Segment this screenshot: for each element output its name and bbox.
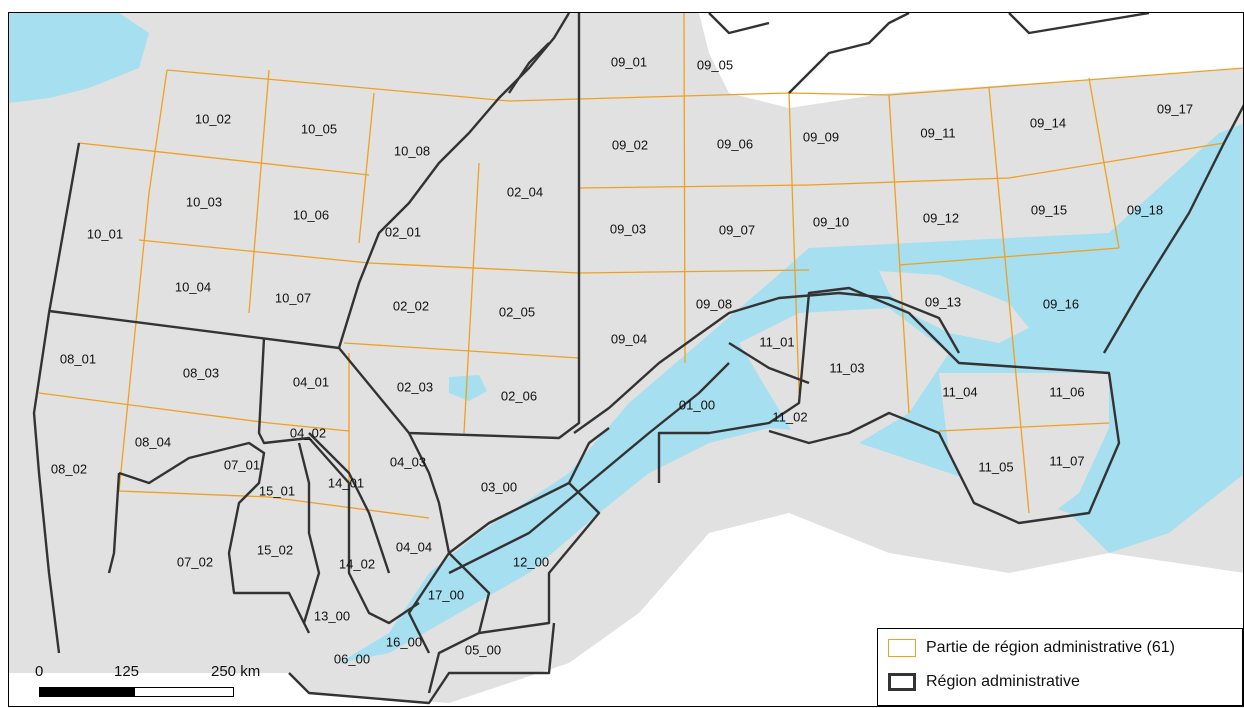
legend-label-part: Partie de région administrative (61) bbox=[926, 639, 1176, 656]
zone-label-04_04: 04_04 bbox=[396, 539, 432, 554]
zone-label-04_02: 04_02 bbox=[290, 425, 326, 440]
scale-bar-segment-black bbox=[39, 687, 134, 697]
lake-saint-jean bbox=[449, 375, 487, 401]
map-canvas[interactable]: 10_01 10_02 10_03 10_04 10_05 10_06 10_07 10_08… bbox=[9, 13, 1244, 707]
zone-label-11_02: 11_02 bbox=[772, 409, 807, 424]
zone-label-07_01: 07_01 bbox=[224, 457, 260, 472]
zone-label-09_11: 09_11 bbox=[920, 125, 955, 140]
zone-label-02_04: 02_04 bbox=[507, 184, 543, 199]
zone-label-10_08: 10_08 bbox=[394, 143, 430, 158]
zone-label-09_16: 09_16 bbox=[1043, 296, 1079, 311]
zone-label-10_02: 10_02 bbox=[195, 111, 231, 126]
zone-label-10_06: 10_06 bbox=[293, 207, 329, 222]
legend-swatch-region bbox=[888, 673, 916, 691]
zone-label-09_14: 09_14 bbox=[1030, 115, 1066, 130]
zone-label-02_03: 02_03 bbox=[397, 379, 433, 394]
zone-label-10_05: 10_05 bbox=[301, 121, 337, 136]
zone-label-08_02: 08_02 bbox=[51, 461, 87, 476]
zone-label-02_02: 02_02 bbox=[393, 298, 429, 313]
magdalen-land bbox=[939, 373, 1109, 523]
zone-label-09_05: 09_05 bbox=[697, 57, 733, 72]
zone-label-04_01: 04_01 bbox=[293, 374, 329, 389]
zone-label-01_00: 01_00 bbox=[679, 397, 715, 412]
zone-label-14_02: 14_02 bbox=[339, 556, 375, 571]
zone-label-02_05: 02_05 bbox=[499, 304, 535, 319]
zone-label-08_04: 08_04 bbox=[135, 434, 171, 449]
zone-label-09_03: 09_03 bbox=[610, 221, 646, 236]
zone-label-09_06: 09_06 bbox=[717, 136, 753, 151]
zone-label-09_12: 09_12 bbox=[923, 210, 959, 225]
zone-label-08_01: 08_01 bbox=[60, 351, 96, 366]
legend-label-region: Région administrative bbox=[926, 673, 1080, 690]
scale-label-250: 250 km bbox=[211, 663, 261, 680]
island-anticosti bbox=[879, 271, 1029, 343]
zone-label-12_00: 12_00 bbox=[513, 554, 549, 569]
zone-label-13_00: 13_00 bbox=[314, 608, 350, 623]
zone-label-09_09: 09_09 bbox=[803, 129, 839, 144]
zone-label-09_02: 09_02 bbox=[612, 137, 648, 152]
zone-label-10_03: 10_03 bbox=[186, 194, 222, 209]
zone-label-09_15: 09_15 bbox=[1031, 202, 1067, 217]
zone-label-06_00: 06_00 bbox=[334, 651, 370, 666]
lake-top-left bbox=[9, 13, 149, 103]
zone-label-15_01: 15_01 bbox=[259, 483, 295, 498]
zone-label-02_01: 02_01 bbox=[385, 224, 421, 239]
scale-bar: 0 125 250 km bbox=[19, 663, 269, 703]
legend-swatch-part bbox=[888, 639, 916, 657]
zone-label-04_03: 04_03 bbox=[390, 454, 426, 469]
region-boundaries bbox=[32, 13, 1243, 705]
zone-label-08_03: 08_03 bbox=[183, 365, 219, 380]
zone-label-10_01: 10_01 bbox=[87, 226, 123, 241]
zone-label-09_01: 09_01 bbox=[611, 54, 647, 69]
zone-label-17_00: 17_00 bbox=[428, 587, 464, 602]
outside-area-north bbox=[579, 13, 1243, 108]
zone-label-10_04: 10_04 bbox=[175, 279, 211, 294]
zone-label-11_03: 11_03 bbox=[829, 360, 864, 375]
zone-label-07_02: 07_02 bbox=[177, 554, 213, 569]
zone-label-11_01: 11_01 bbox=[759, 334, 794, 349]
zone-label-11_04: 11_04 bbox=[942, 384, 977, 399]
zone-label-09_04: 09_04 bbox=[611, 331, 647, 346]
zone-label-16_00: 16_00 bbox=[386, 634, 422, 649]
zone-label-05_00: 05_00 bbox=[465, 642, 501, 657]
legend-item-part: Partie de région administrative (61) bbox=[888, 639, 1175, 657]
zone-label-09_18: 09_18 bbox=[1127, 202, 1163, 217]
zone-label-10_07: 10_07 bbox=[275, 290, 311, 305]
zone-label-09_17: 09_17 bbox=[1157, 101, 1193, 116]
map-legend: Partie de région administrative (61) Rég… bbox=[877, 628, 1243, 706]
scale-label-0: 0 bbox=[35, 663, 44, 680]
map-frame[interactable]: 10_01 10_02 10_03 10_04 10_05 10_06 10_07 10_08… bbox=[8, 12, 1244, 707]
zone-label-09_07: 09_07 bbox=[719, 222, 755, 237]
zone-label-09_08: 09_08 bbox=[696, 296, 732, 311]
zone-label-15_02: 15_02 bbox=[257, 542, 293, 557]
scale-label-125: 125 bbox=[114, 663, 140, 680]
zone-label-09_10: 09_10 bbox=[813, 214, 849, 229]
zone-label-02_06: 02_06 bbox=[501, 388, 537, 403]
legend-item-region: Région administrative bbox=[888, 673, 1080, 691]
zone-label-09_13: 09_13 bbox=[925, 294, 961, 309]
zone-label-11_06: 11_06 bbox=[1049, 384, 1084, 399]
zone-labels: 10_01 10_02 10_03 10_04 10_05 10_06 10_07 10_08… bbox=[51, 54, 1193, 666]
scale-bar-segment-white bbox=[134, 687, 234, 697]
zone-label-11_05: 11_05 bbox=[978, 459, 1013, 474]
zone-label-14_01: 14_01 bbox=[328, 475, 364, 490]
zone-label-11_07: 11_07 bbox=[1049, 453, 1084, 468]
zone-label-03_00: 03_00 bbox=[481, 479, 517, 494]
